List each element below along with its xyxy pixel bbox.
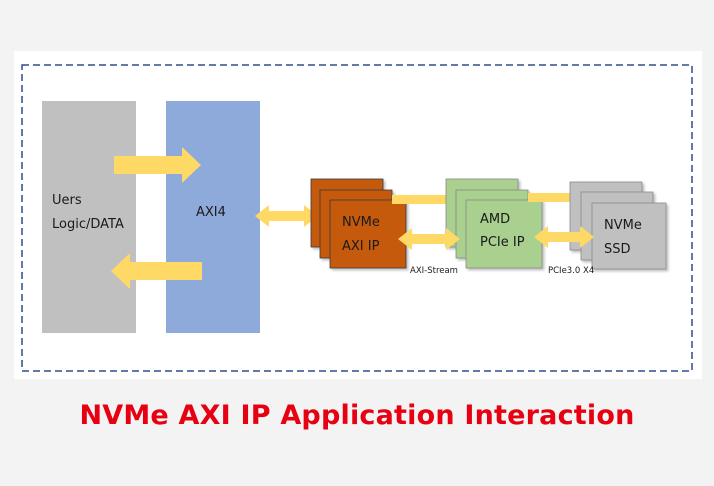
nvme-ip-label-2: AXI IP	[342, 239, 380, 254]
amd-pcie-label-1: AMD	[480, 212, 510, 227]
user-logic-block	[42, 101, 136, 333]
ssd-label-1: NVMe	[604, 218, 642, 233]
axi4-label: AXI4	[196, 205, 226, 220]
caption-title: NVMe AXI IP Application Interaction	[79, 400, 635, 431]
pcie-link-label: PCIe3.0 X4	[548, 266, 594, 276]
arrow-amd-ssd-bidirectional	[534, 226, 594, 248]
diagram-panel: Uers Logic/DATA AXI4 NVMe AXI IP AMD PCI…	[14, 51, 702, 379]
axi4-block	[166, 101, 260, 333]
user-logic-label-2: Logic/DATA	[52, 217, 124, 232]
nvme-ip-label-1: NVMe	[342, 215, 380, 230]
architecture-diagram: Uers Logic/DATA AXI4 NVMe AXI IP AMD PCI…	[21, 64, 693, 372]
arrow-nvme-amd-bidirectional	[398, 228, 460, 250]
dashed-border	[21, 64, 693, 372]
nvme-ip-block	[329, 199, 407, 269]
arrow-left-to-user-logic	[111, 253, 202, 289]
user-logic-label-1: Uers	[52, 193, 82, 208]
amd-pcie-label-2: PCIe IP	[480, 235, 525, 250]
arrow-amd-ssd-upper	[528, 193, 578, 202]
arrow-right-to-axi4	[114, 147, 201, 183]
arrow-nvme-amd-upper	[392, 195, 452, 204]
ssd-block	[591, 202, 667, 270]
amd-pcie-block	[465, 199, 543, 269]
axi-stream-label: AXI-Stream	[410, 266, 458, 276]
ssd-label-2: SSD	[604, 242, 631, 257]
arrow-axi4-nvme-bidirectional	[255, 205, 318, 227]
